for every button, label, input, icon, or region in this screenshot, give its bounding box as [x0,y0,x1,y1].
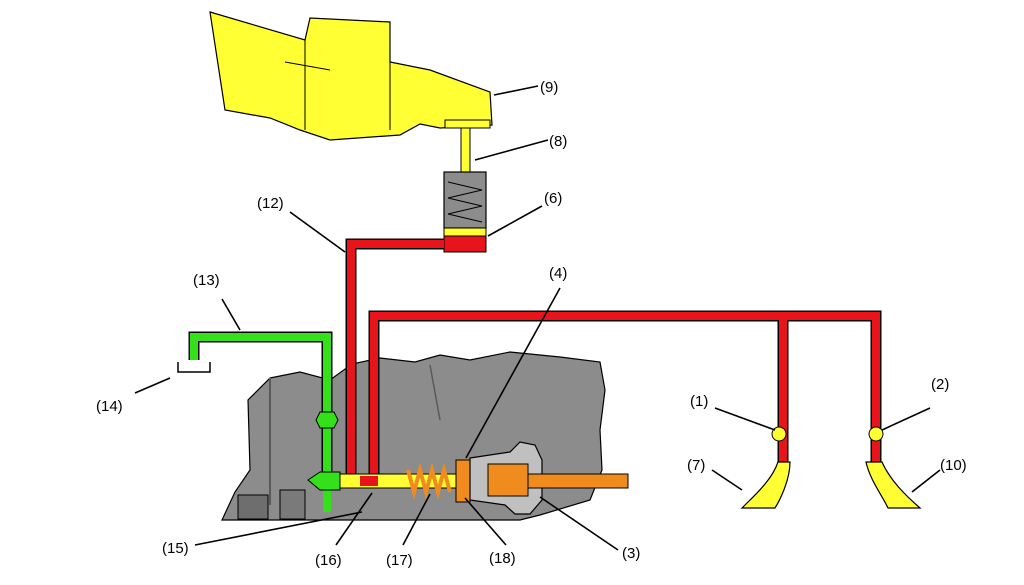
callout-18: (18) [489,550,516,567]
callout-6: (6) [544,190,562,207]
pipe-7 [740,461,791,509]
rod [460,127,471,175]
callout-12: (12) [257,195,284,212]
nozzle-2 [868,426,884,442]
housing-recess [279,489,306,520]
spool-oil [360,476,378,486]
pipe-10 [865,461,922,509]
callout-2: (2) [931,376,949,393]
callout-3: (3) [622,545,640,562]
pressure-line-12-fill [347,240,444,480]
piston-oil [443,235,487,253]
nozzle-1 [771,426,787,442]
drain-hex [315,411,339,429]
pump-detail [284,40,391,130]
housing-edge [429,364,441,421]
valve-seat [455,459,471,503]
valve-spring [406,462,452,500]
valve-stem-housing [487,463,529,497]
piston [443,227,487,237]
spring-coil [447,181,483,223]
spring-chamber [443,171,487,229]
drain-line-13-fill [190,333,331,485]
valve-stem [527,473,629,489]
callout-1: (1) [690,393,708,410]
callout-8: (8) [549,133,567,150]
callout-14: (14) [96,398,123,415]
callout-15: (15) [162,540,189,557]
pump-bracket [444,119,491,129]
callout-10: (10) [940,457,967,474]
callout-16: (16) [315,552,342,569]
callout-9: (9) [540,79,558,96]
callout-7: (7) [687,457,705,474]
callout-13: (13) [193,272,220,289]
drain-tank [177,362,211,373]
callout-4: (4) [549,265,567,282]
leader-lines [134,85,941,551]
housing-recess [237,494,269,520]
callout-17: (17) [386,552,413,569]
